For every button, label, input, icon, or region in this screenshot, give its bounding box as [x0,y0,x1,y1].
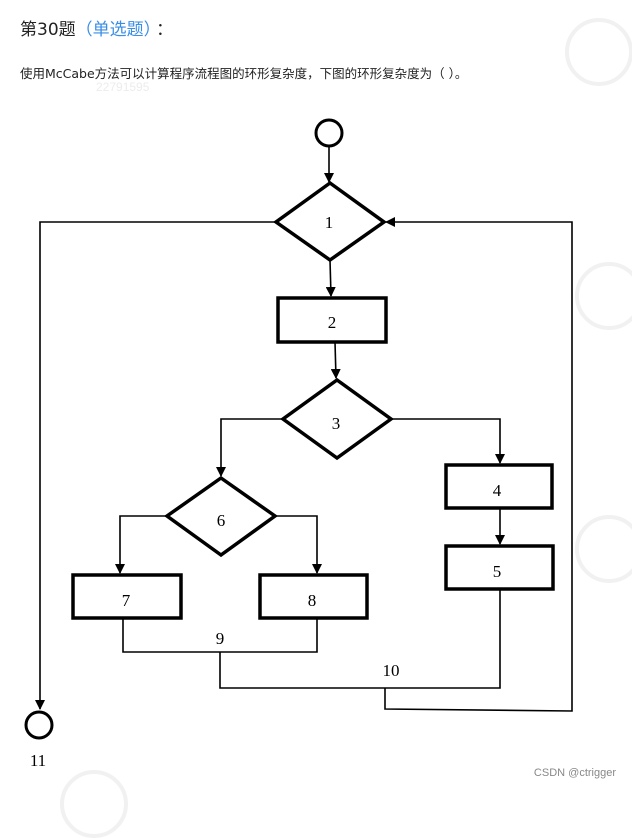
decision-node-6 [163,475,279,558]
decision-node-3 [280,377,394,461]
start-node [314,118,344,148]
end-node [24,710,54,740]
node-label-8: 8 [308,591,317,610]
process-node-2 [276,296,388,344]
node-label-9: 9 [216,629,225,648]
node-label-10: 10 [383,661,400,680]
node-label-5: 5 [493,562,502,581]
node-label-3: 3 [332,414,341,433]
flowchart: 1 2 3 6 7 8 9 4 5 10 11 [24,118,573,770]
process-node-5 [444,544,555,591]
process-node-7 [71,573,183,620]
edge-1-11 [35,221,276,710]
edge-6-8 [275,515,322,574]
edge-10-1-loop [384,217,573,712]
credit-text: CSDN @ctrigger [533,767,616,779]
edge-6-7 [115,515,167,574]
node-label-1: 1 [325,213,334,232]
edge-3-4 [391,418,505,464]
node-label-4: 4 [493,481,502,500]
question-header: 第30题（单选题）： [20,16,173,44]
node-label-7: 7 [122,591,131,610]
question-colon: ： [156,20,174,40]
edge-1-2 [325,259,336,297]
process-node-4 [444,463,554,510]
question-number: 第30题 [20,20,76,40]
node-label-11: 11 [30,751,46,770]
edge-9-10-5 [219,589,501,689]
edge-2-3 [330,341,341,379]
question-text: 使用McCabe方法可以计算程序流程图的环形复杂度，下图的环形复杂度为（ ）。 [20,66,468,81]
process-node-8 [258,573,369,620]
edge-3-6 [216,418,283,477]
question-type-link[interactable]: （单选题） [75,20,153,40]
node-label-2: 2 [328,313,337,332]
node-label-6: 6 [217,511,226,530]
